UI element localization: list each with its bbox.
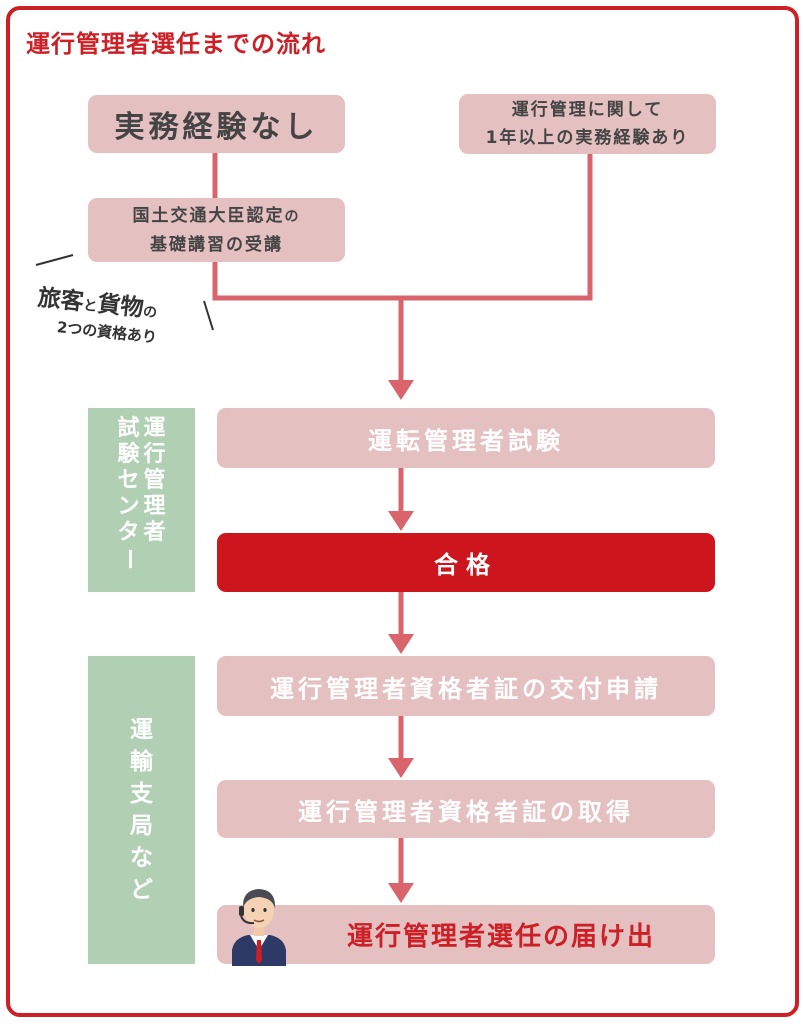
start-with-experience-line1: 運行管理に関して [511, 100, 664, 120]
step-exam-label: 運転管理者試験 [368, 426, 564, 455]
note-mark-right [203, 300, 214, 331]
basic-course-box: 国土交通大臣認定の 基礎講習の受講 [88, 198, 345, 262]
arrow-head [388, 758, 414, 778]
side-exam-char: 試 [117, 416, 140, 441]
step-obtain-label: 運行管理者資格者証の取得 [298, 797, 634, 826]
step-apply-certificate: 運行管理者資格者証の交付申請 [217, 656, 715, 716]
side-bureau-char: 運 [130, 717, 153, 743]
side-exam-char: 者 [143, 520, 166, 545]
side-exam-char: 理 [143, 494, 166, 519]
step-apply-label: 運行管理者資格者証の交付申請 [270, 674, 662, 703]
side-exam-char: 管 [143, 468, 166, 493]
side-bureau-char: 輸 [130, 749, 153, 775]
side-exam-col2: 運行管理者 [144, 416, 166, 546]
side-exam-char: タ [117, 520, 140, 545]
side-label-exam-center: 試験センター 運行管理者 [88, 408, 195, 592]
side-label-transport-bureau: 運輸支局など [88, 656, 195, 964]
side-exam-char: 行 [143, 442, 166, 467]
side-bureau-char: 支 [130, 781, 153, 807]
step-exam: 運転管理者試験 [217, 408, 715, 468]
side-exam-char: 運 [143, 416, 166, 441]
side-exam-char: ー [116, 547, 142, 571]
step-pass: 合格 [217, 533, 715, 592]
basic-course-line1: 国土交通大臣認定の [132, 205, 301, 226]
side-bureau-col: 運輸支局など [130, 714, 153, 906]
step-pass-label: 合格 [434, 551, 498, 579]
side-bureau-char: 局 [130, 813, 153, 839]
step-notify-label: 運行管理者選任の届け出 [346, 922, 655, 952]
start-with-experience-line2: 1年以上の実務経験あり [485, 128, 690, 148]
side-bureau-char: な [130, 845, 153, 871]
side-exam-char: ン [117, 494, 140, 519]
start-no-experience-label: 実務経験なし [114, 110, 319, 145]
start-no-experience: 実務経験なし [88, 95, 345, 153]
basic-course-line2: 基礎講習の受講 [150, 234, 283, 255]
step-notify-appointment: 運行管理者選任の届け出 [217, 905, 715, 964]
start-with-experience: 運行管理に関して 1年以上の実務経験あり [459, 94, 716, 154]
diagram-title: 運行管理者選任までの流れ [26, 30, 326, 58]
side-bureau-char: ど [130, 877, 153, 903]
step-obtain-certificate: 運行管理者資格者証の取得 [217, 780, 715, 838]
arrow-head [388, 380, 414, 400]
side-exam-char: セ [117, 468, 140, 493]
arrow-head [388, 883, 414, 903]
arrow-head [388, 511, 414, 531]
arrow-head [388, 634, 414, 654]
operator-person-icon [232, 889, 286, 966]
note-mark-left [35, 254, 74, 266]
side-exam-col1: 試験センター [116, 416, 142, 572]
side-exam-char: 験 [117, 442, 140, 467]
